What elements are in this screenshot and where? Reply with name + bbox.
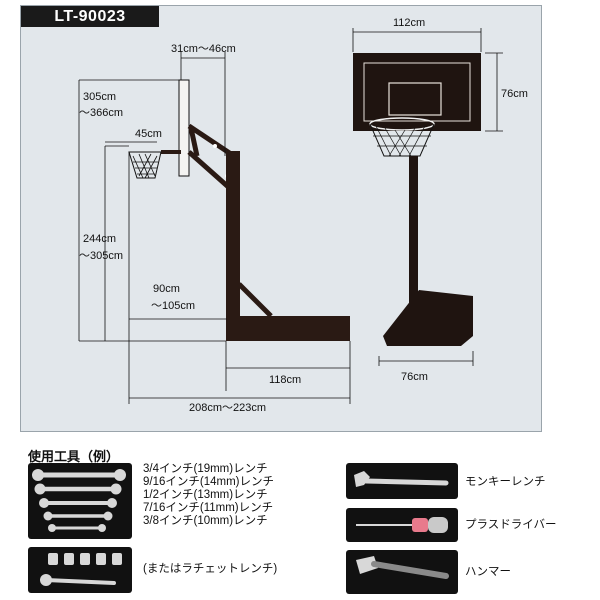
wrench-set-icon [32,469,126,532]
label-base-offset-bottom: ～105cm [151,300,195,312]
monkey-wrench-image [346,463,458,499]
wrench-list: 3/4インチ(19mm)レンチ 9/16インチ(14mm)レンチ 1/2インチ(… [143,463,274,528]
basketball-hoop-diagram: 31cm～46cm 305cm ～366cm 45cm 244cm ～305cm… [78,17,528,414]
wrench-13mm: 1/2インチ(13mm)レンチ [143,489,268,501]
screwdriver-icon [356,517,448,533]
label-pole-height-top: 244cm [83,233,116,245]
side-view [128,79,350,341]
label-base-offset-top: 90cm [153,283,180,295]
label-base-length: 118cm [269,374,301,386]
front-dimension-lines [352,28,503,366]
model-number: LT-90023 [21,6,159,27]
label-rim-height-bottom: ～366cm [79,107,123,119]
wrench-14mm: 9/16インチ(14mm)レンチ [143,476,274,488]
side-brace [237,282,273,318]
label-rim-extension: 45cm [135,128,162,140]
label-pole-height-bottom: ～305cm [79,250,123,262]
side-pole [226,151,240,331]
label-backboard-height: 76cm [501,88,528,100]
hammer-icon [356,556,449,579]
label-total-length: 208cm～223cm [189,402,266,414]
hammer-image [346,550,458,594]
hammer-label: ハンマー [465,566,511,578]
monkey-wrench-label: モンキーレンチ [465,476,546,488]
label-base-width: 76cm [401,371,428,383]
front-base [383,290,473,346]
side-net [128,151,162,179]
side-base [226,316,350,341]
front-view [353,53,481,346]
label-backboard-offset: 31cm～46cm [171,43,236,55]
label-rim-height-top: 305cm [83,91,116,103]
front-net [369,123,435,157]
side-backboard [178,79,190,177]
wrench-11mm: 7/16インチ(11mm)レンチ [143,502,274,514]
wrench-set-image [28,463,132,539]
screwdriver-image [346,508,458,542]
screwdriver-label: プラスドライバー [465,519,557,531]
side-dimension-lines [78,52,351,404]
tools-title: 使用工具（例） [28,449,120,464]
ratchet-icon [40,553,122,586]
ratchet-label: (またはラチェットレンチ) [143,563,278,575]
ratchet-image [28,547,132,593]
wrench-19mm: 3/4インチ(19mm)レンチ [143,463,268,475]
label-backboard-width: 112cm [393,17,425,29]
front-pole [409,156,418,306]
wrench-10mm: 3/8インチ(10mm)レンチ [143,515,268,527]
monkey-wrench-icon [354,471,449,487]
